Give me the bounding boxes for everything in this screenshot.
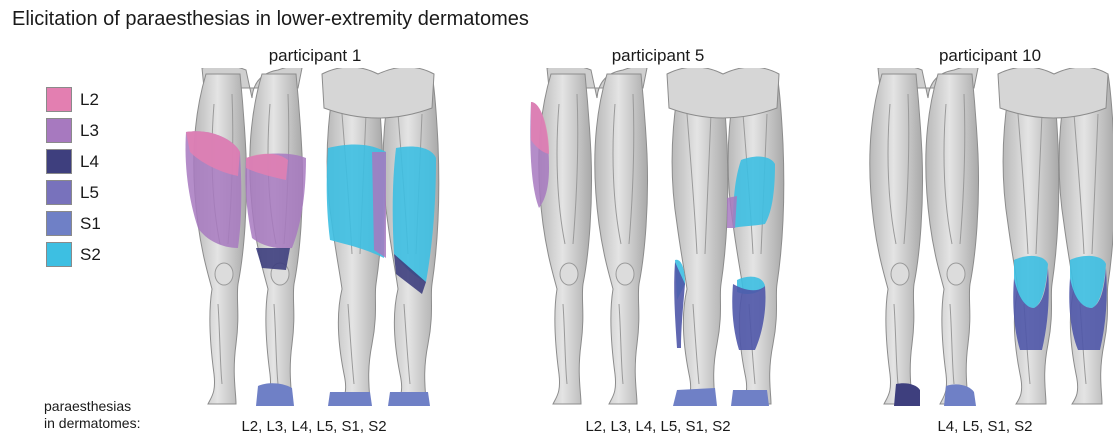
legend-item-s2: S2 [46,239,101,270]
legend-item-l3: L3 [46,115,101,146]
front-right-leg [595,74,648,404]
legend-item-l5: L5 [46,177,101,208]
back-left-leg [672,74,728,404]
region-l4-front-right [256,248,290,270]
figure-title: Elicitation of paraesthesias in lower-ex… [12,8,529,31]
legend-swatch [46,118,72,143]
participant-1-dermatomes: L2, L3, L4, L5, S1, S2 [184,418,444,435]
region-s1-foot-back-right [388,392,430,406]
participant-5-label: participant 5 [548,46,768,66]
legend-swatch [46,180,72,205]
dermatomes-footer-label: paraesthesias in dermatomes: [44,398,140,432]
participant-1-label: participant 1 [205,46,425,66]
participant-10-label: participant 10 [880,46,1100,66]
legend-swatch [46,149,72,174]
dermatome-legend: L2 L3 L4 L5 S1 S2 [46,84,101,270]
legend-swatch [46,242,72,267]
region-s1-foot-back-right [731,390,769,406]
front-right-leg [926,74,979,404]
participant-5-dermatomes: L2, L3, L4, L5, S1, S2 [528,418,788,435]
back-left-leg [1003,74,1059,404]
region-s1-foot-back-left [328,392,372,406]
legend-swatch [46,87,72,112]
legend-item-l2: L2 [46,84,101,115]
region-l3-back-left [372,152,386,258]
region-s1-foot-front-right [944,384,976,406]
back-right-leg [1059,74,1113,404]
legend-item-l4: L4 [46,146,101,177]
front-left-leg [870,74,923,404]
front-left-leg [539,74,592,404]
region-l4-foot-front-left [894,383,920,406]
back-right-leg [728,74,784,404]
region-s1-foot-back-left [673,388,717,406]
participant-1-figure [182,68,442,408]
legend-swatch [46,211,72,236]
participant-10-dermatomes: L4, L5, S1, S2 [855,418,1113,435]
region-s1-foot-right [256,383,294,406]
participant-10-figure [858,68,1113,408]
legend-item-s1: S1 [46,208,101,239]
participant-5-figure [527,68,787,408]
